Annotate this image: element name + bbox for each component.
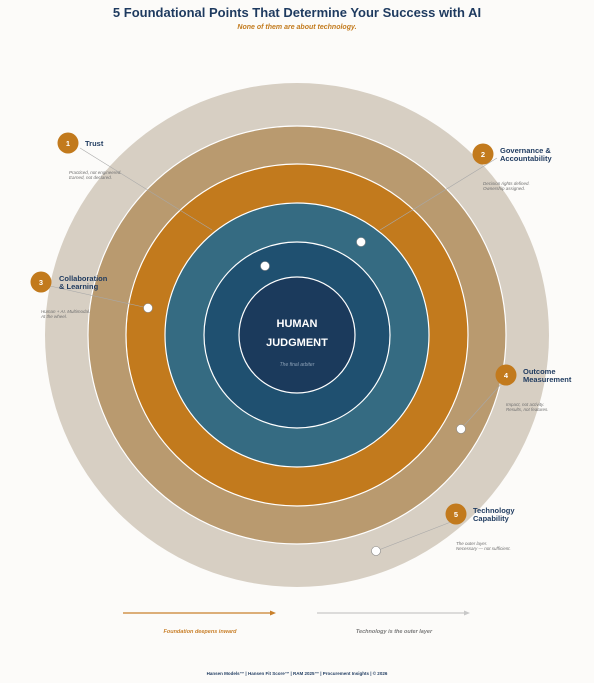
leader-line-4: [460, 381, 504, 430]
point-3-number: 3: [39, 278, 43, 287]
technology-arrow: [317, 610, 470, 616]
point-3-title-line2: & Learning: [59, 282, 99, 291]
point-5-title-line1: Technology: [473, 506, 515, 515]
leader-line-3: [49, 285, 149, 309]
point-2-number: 2: [481, 150, 485, 159]
point-1-label: 1 Trust Practiced, not engineered. Earne…: [57, 132, 122, 180]
center-subtitle: The final arbiter: [280, 362, 315, 368]
marker-dot-1: [260, 261, 270, 271]
marker-dot-3: [143, 303, 153, 313]
point-4-badge: [495, 364, 517, 386]
point-3-label: 3 Collaboration & Learning Human + AI. M…: [30, 271, 108, 319]
point-5-title-line2: Capability: [473, 514, 510, 523]
point-5-badge: [445, 503, 467, 525]
point-2-desc-line1: Decision rights defined.: [483, 181, 530, 186]
leader-line-5: [375, 519, 457, 552]
point-5-desc-line1: The outer layer.: [456, 541, 487, 546]
center-title-line1: HUMAN: [277, 318, 318, 330]
point-5-desc-line2: Necessary — not sufficient.: [456, 546, 511, 551]
foundation-arrow: [123, 610, 276, 616]
point-4-desc-line1: Impact, not activity.: [506, 402, 544, 407]
center-title-line2: JUDGMENT: [266, 337, 328, 349]
foundation-arrow-label: Foundation deepens inward: [163, 629, 237, 635]
point-4-number: 4: [504, 371, 509, 380]
technology-arrow-head: [464, 610, 470, 616]
marker-dot-4: [456, 424, 466, 434]
point-4-desc-line2: Results, not features.: [506, 407, 549, 412]
marker-dot-5: [371, 546, 381, 556]
footer: Hansen Models™ | Hansen Fit Score™ | RAM…: [206, 671, 388, 676]
point-3-badge: [30, 271, 52, 293]
point-2-title-line1: Governance &: [500, 146, 551, 155]
point-1-desc-line1: Practiced, not engineered.: [69, 170, 122, 175]
marker-dot-2: [356, 237, 366, 247]
point-4-title-line1: Outcome: [523, 367, 556, 376]
point-2-label: 2 Governance & Accountability Decision r…: [472, 143, 553, 191]
core-circle: [238, 276, 356, 394]
point-1-badge: [57, 132, 79, 154]
point-4-label: 4 Outcome Measurement Impact, not activi…: [495, 364, 572, 412]
point-3-desc-line1: Human + AI. Multimodal.: [41, 309, 90, 314]
leader-line-2: [379, 157, 498, 231]
page-title: 5 Foundational Points That Determine You…: [112, 5, 482, 20]
point-1-title: Trust: [85, 139, 104, 148]
point-2-desc-line2: Ownership assigned.: [483, 186, 525, 191]
point-4-title-line2: Measurement: [523, 375, 572, 384]
point-5-label: 5 Technology Capability The outer layer.…: [445, 503, 515, 551]
point-3-title-line1: Collaboration: [59, 274, 108, 283]
point-1-desc-line2: Earned, not declared.: [69, 175, 112, 180]
point-1-number: 1: [66, 139, 70, 148]
leader-line-1: [79, 147, 213, 231]
page-subtitle: None of them are about technology.: [237, 24, 357, 31]
point-5-number: 5: [454, 510, 458, 519]
foundation-arrow-head: [270, 610, 276, 616]
point-2-title-line2: Accountability: [500, 154, 553, 163]
technology-arrow-label: Technology is the outer layer: [356, 629, 433, 635]
point-3-desc-line2: At the wheel.: [40, 314, 67, 319]
point-2-badge: [472, 143, 494, 165]
